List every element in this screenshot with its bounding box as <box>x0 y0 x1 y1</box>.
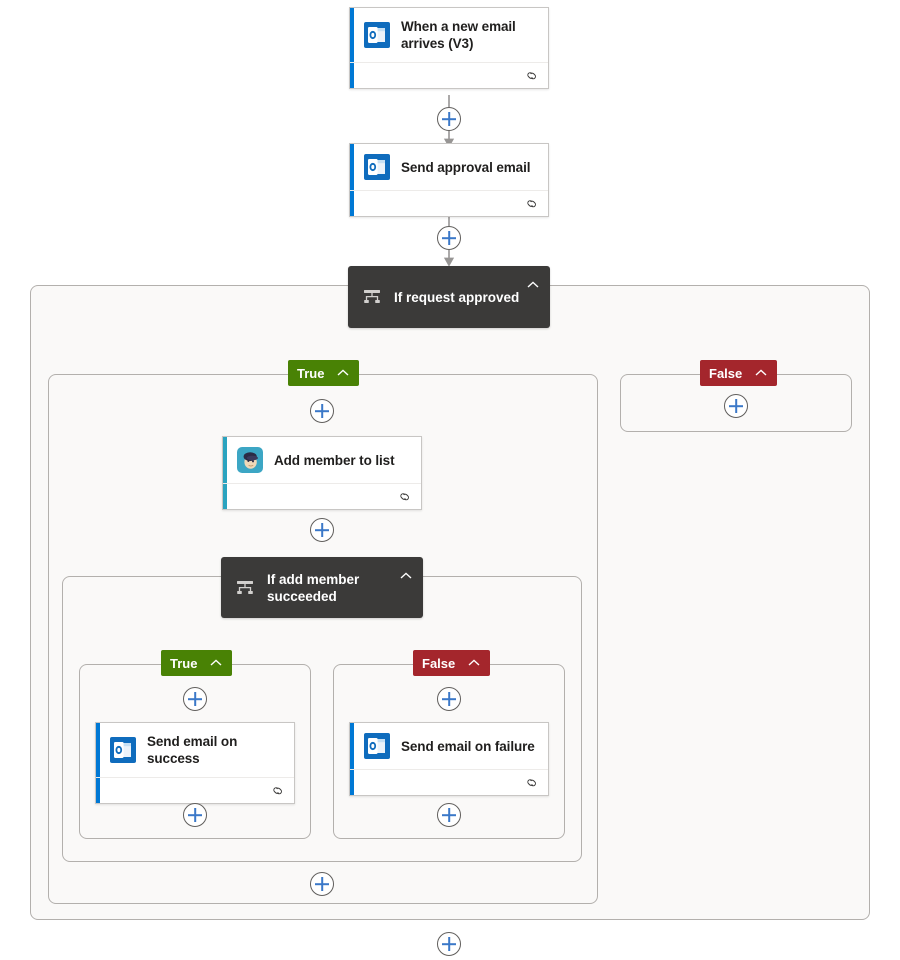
add-step-button-before-add-member[interactable] <box>310 399 334 423</box>
card-title: Send email on success <box>147 734 238 766</box>
outlook-icon <box>364 154 390 180</box>
branch-badge-outer-true[interactable]: True <box>288 360 360 386</box>
node-if-add-member-succeeded[interactable]: If add member succeeded <box>221 557 423 618</box>
outlook-icon <box>364 22 390 48</box>
branch-label: True <box>297 365 325 381</box>
card-header: Send email on failure <box>350 723 548 769</box>
outlook-icon <box>110 737 136 763</box>
outlook-icon <box>364 733 390 759</box>
card-header: When a new email arrives (V3) <box>350 8 548 62</box>
chevron-up-icon[interactable] <box>336 366 350 380</box>
card-accent-bar <box>350 8 354 88</box>
link-icon[interactable] <box>271 785 285 796</box>
chevron-up-icon[interactable] <box>467 656 481 670</box>
chevron-up-icon[interactable] <box>754 366 768 380</box>
add-step-button-after-send-success[interactable] <box>183 803 207 827</box>
card-footer <box>96 777 294 803</box>
card-footer <box>350 190 548 216</box>
card-footer <box>350 62 548 88</box>
card-title: Send email on failure <box>401 738 535 754</box>
add-step-button-after-send-failure[interactable] <box>437 803 461 827</box>
card-accent-bar <box>223 437 227 509</box>
condition-icon <box>237 580 253 594</box>
add-step-button-before-send-failure[interactable] <box>437 687 461 711</box>
card-header: Send approval email <box>350 144 548 190</box>
add-step-button-after-add-member[interactable] <box>310 518 334 542</box>
condition-icon <box>364 290 380 303</box>
node-add-member-to-list[interactable]: Add member to list <box>222 436 422 510</box>
card-accent-bar <box>96 723 100 803</box>
card-footer <box>350 769 548 795</box>
card-accent-bar <box>350 144 354 216</box>
card-title: Add member to list <box>274 452 395 468</box>
link-icon[interactable] <box>525 777 539 788</box>
node-when-a-new-email-arrives[interactable]: When a new email arrives (V3) <box>349 7 549 89</box>
branch-label: False <box>422 655 456 671</box>
add-step-button-after-outer-condition[interactable] <box>437 932 461 956</box>
link-icon[interactable] <box>525 70 539 81</box>
node-send-approval-email[interactable]: Send approval email <box>349 143 549 217</box>
card-accent-bar <box>350 723 354 795</box>
card-title: When a new email arrives (V3) <box>401 19 516 51</box>
add-step-button-before-send-success[interactable] <box>183 687 207 711</box>
card-title: Send approval email <box>401 159 531 175</box>
node-if-request-approved[interactable]: If request approved <box>348 266 550 328</box>
chevron-up-icon[interactable] <box>526 278 540 292</box>
card-header: Add member to list <box>223 437 421 483</box>
link-icon[interactable] <box>398 491 412 502</box>
add-step-button-after-inner-condition[interactable] <box>310 872 334 896</box>
condition-title: If request approved <box>394 289 520 305</box>
branch-label: False <box>709 365 743 381</box>
branch-badge-inner-true[interactable]: True <box>161 650 233 676</box>
add-step-button-outer-false-branch[interactable] <box>724 394 748 418</box>
link-icon[interactable] <box>525 198 539 209</box>
branch-badge-inner-false[interactable]: False <box>413 650 491 676</box>
node-send-email-on-failure[interactable]: Send email on failure <box>349 722 549 796</box>
branch-badge-outer-false[interactable]: False <box>700 360 778 386</box>
condition-title: If add member succeeded <box>267 571 360 604</box>
mailchimp-icon <box>237 447 263 473</box>
chevron-up-icon[interactable] <box>399 569 413 583</box>
card-header: Send email on success <box>96 723 294 777</box>
node-send-email-on-success[interactable]: Send email on success <box>95 722 295 804</box>
card-footer <box>223 483 421 509</box>
chevron-up-icon[interactable] <box>209 656 223 670</box>
add-step-button-after-trigger[interactable] <box>437 107 461 131</box>
branch-label: True <box>170 655 198 671</box>
add-step-button-after-send-approval[interactable] <box>437 226 461 250</box>
